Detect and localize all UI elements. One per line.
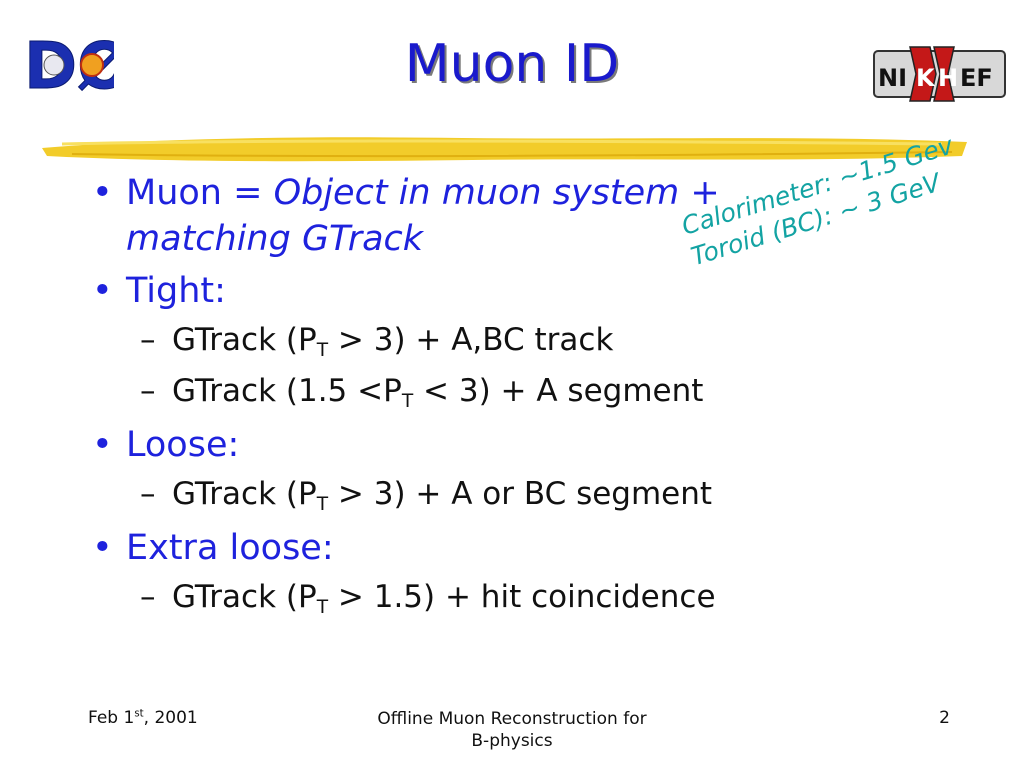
sub-text-pre: GTrack (P [172,579,317,615]
sub-subscript: T [401,391,414,412]
slide-content: • Muon = Object in muon system + matchin… [92,170,812,628]
bullet-marker: • [92,271,113,311]
bullet-loose-text: Loose: [126,425,240,465]
footer-date-sup: st [134,708,144,720]
nikhef-text-4: EF [960,64,993,92]
nikhef-text-3: H [938,64,958,92]
sub-text-pre: GTrack (P [172,322,317,358]
bullet-muon: • Muon = Object in muon system + matchin… [92,170,812,262]
bullet-muon-italic: Object in muon system + [273,173,720,213]
highlighter-stroke [42,137,967,162]
sub-text-post: > 3) + A,BC track [328,322,614,358]
sub-text-post: < 3) + A segment [413,373,704,409]
bullet-muon-cont: matching GTrack [126,219,424,259]
sub-tight-1: – GTrack (PT > 3) + A,BC track [92,320,812,360]
bullet-marker: • [92,173,113,213]
sub-subscript: T [316,494,329,515]
bullet-marker: • [92,528,113,568]
sub-tight-2: – GTrack (1.5 <PT < 3) + A segment [92,371,812,411]
bullet-muon-lead: Muon = [126,173,274,213]
sub-loose-1: – GTrack (PT > 3) + A or BC segment [92,474,812,514]
nikhef-logo: NI K H EF [873,46,1006,102]
sub-text-pre: GTrack (1.5 <P [172,373,402,409]
footer-date-pre: Feb 1 [88,708,135,728]
nikhef-text-1: NI [878,64,907,92]
bullet-marker: • [92,425,113,465]
bullet-extra-loose-text: Extra loose: [126,528,334,568]
sub-dash: – [140,322,156,358]
footer-date: Feb 1st, 2001 [88,708,198,728]
bullet-loose: • Loose: [92,422,812,468]
bullet-extra-loose: • Extra loose: [92,525,812,571]
page-number: 2 [939,708,950,728]
bullet-tight-text: Tight: [126,271,226,311]
sub-dash: – [140,579,156,615]
sub-dash: – [140,476,156,512]
sub-subscript: T [316,340,329,361]
d0-logo: DØ [24,30,115,101]
sub-dash: – [140,373,156,409]
footer-date-post: , 2001 [143,708,198,728]
slide-title: Muon ID [404,34,620,94]
sub-extra-1: – GTrack (PT > 1.5) + hit coincidence [92,577,812,617]
footer-title: Offline Muon Reconstruction for B-physic… [312,708,712,752]
nikhef-text-2: K [916,64,936,92]
sub-text-pre: GTrack (P [172,476,317,512]
sub-text-post: > 1.5) + hit coincidence [328,579,716,615]
sub-text-post: > 3) + A or BC segment [328,476,713,512]
bullet-tight: • Tight: [92,268,812,314]
sub-subscript: T [316,597,329,618]
footer-title-line-2: B-physics [471,731,553,751]
footer-title-line-1: Offline Muon Reconstruction for [377,709,647,729]
